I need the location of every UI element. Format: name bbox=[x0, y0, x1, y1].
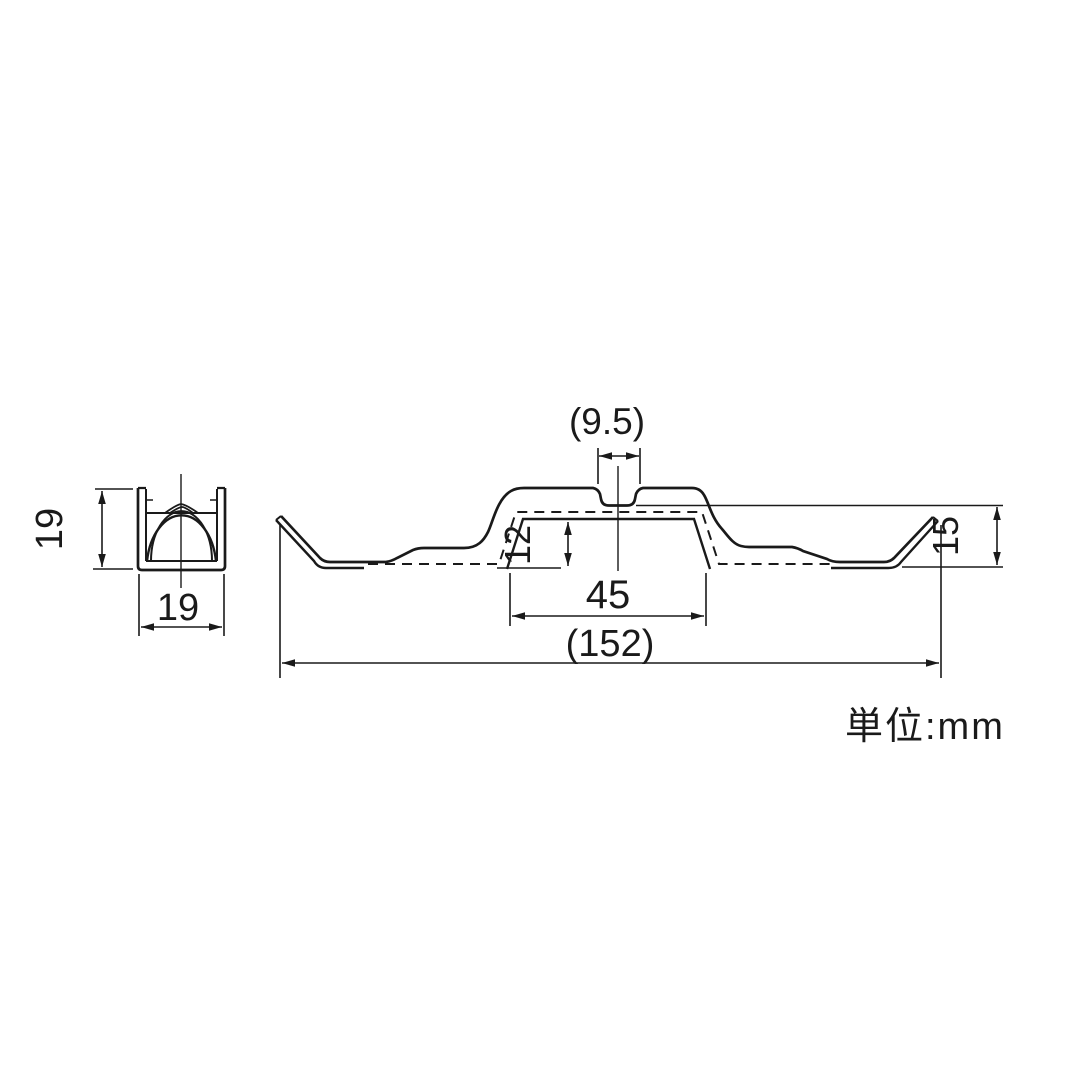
profile-left-tip-cap bbox=[275, 515, 282, 521]
profile-bottom-surface-right bbox=[831, 520, 939, 570]
lip-height-extension-lines bbox=[636, 504, 1003, 568]
channel-width-extension-lines bbox=[509, 573, 707, 626]
overall-width-label: (152) bbox=[566, 623, 655, 665]
profile-top-surface bbox=[280, 486, 934, 564]
inner-height-label: 12 bbox=[497, 525, 538, 565]
profile-dimensions bbox=[279, 448, 1003, 678]
end-view-height-label: 19 bbox=[29, 508, 71, 550]
end-view bbox=[136, 474, 227, 588]
groove-width-label: (9.5) bbox=[569, 401, 645, 442]
profile-hidden-line bbox=[368, 511, 833, 565]
profile-view bbox=[275, 466, 939, 571]
end-view-width-label: 19 bbox=[157, 587, 199, 629]
profile-right-tip-cap bbox=[932, 516, 939, 522]
groove-extension-lines bbox=[597, 448, 641, 484]
lip-height-label: 15 bbox=[925, 516, 966, 556]
profile-bottom-surface-left bbox=[275, 519, 364, 570]
end-view-width-extension-lines bbox=[138, 574, 225, 636]
unit-note: 単位:mm bbox=[845, 706, 1005, 748]
end-view-dimensions bbox=[93, 488, 225, 636]
channel-width-label: 45 bbox=[586, 573, 631, 617]
end-view-height-extension-lines bbox=[93, 488, 133, 570]
end-view-inner-walls bbox=[145, 489, 218, 561]
overall-width-extension-lines bbox=[279, 525, 942, 678]
profile-inner-channel bbox=[505, 517, 712, 570]
